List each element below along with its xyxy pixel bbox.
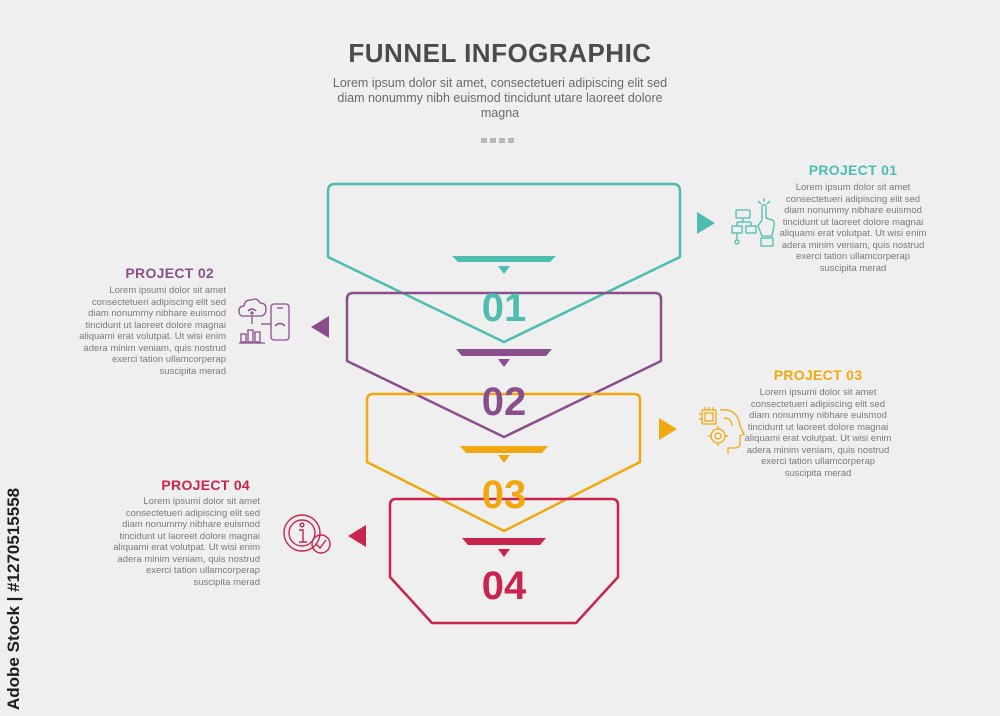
project-03-title: PROJECT 03 (773, 367, 863, 383)
page-title: FUNNEL INFOGRAPHIC (348, 38, 652, 68)
funnel-segment-03 (365, 392, 642, 533)
cloud-mobile-analytics-icon (238, 298, 290, 344)
down-arrow-03 (498, 455, 510, 463)
project-01-text: Lorem ipsum dolor sit amet consectetueri… (779, 182, 927, 274)
funnel-segment-02 (345, 291, 663, 439)
step-number-02: 02 (481, 380, 527, 424)
project-02-text: Lorem ipsumi dolor sit amet consectetuer… (79, 285, 226, 377)
project-02-title: PROJECT 02 (125, 265, 214, 281)
pointer-left-04 (348, 525, 366, 547)
step-number-01: 01 (481, 286, 527, 330)
project-01-title: PROJECT 01 (808, 162, 898, 178)
project-04-text: Lorem ipsumi dolor sit amet consectetuer… (113, 496, 260, 588)
pointer-right-01 (697, 212, 715, 234)
project-03-text: Lorem ipsumi dolor sit amet consectetuer… (744, 387, 892, 479)
automation-flowchart-icon (731, 198, 775, 247)
pointer-left-02 (311, 316, 329, 338)
funnel-segment-04 (388, 497, 620, 625)
ai-head-chip-icon (699, 407, 745, 454)
stock-watermark: Adobe Stock | #1270515558 (4, 487, 23, 710)
step-number-04: 04 (481, 564, 527, 608)
page-subtitle: Lorem ipsum dolor sit amet, consectetuer… (332, 76, 668, 120)
project-04-title: PROJECT 04 (161, 477, 250, 493)
pointer-right-03 (659, 418, 677, 440)
down-arrow-02 (498, 359, 510, 367)
down-arrow-04 (498, 549, 510, 557)
step-number-03: 03 (481, 473, 527, 517)
down-arrow-01 (498, 266, 510, 274)
decorative-dots (481, 130, 517, 148)
funnel-segment-01 (326, 182, 682, 344)
info-check-icon (283, 514, 331, 554)
